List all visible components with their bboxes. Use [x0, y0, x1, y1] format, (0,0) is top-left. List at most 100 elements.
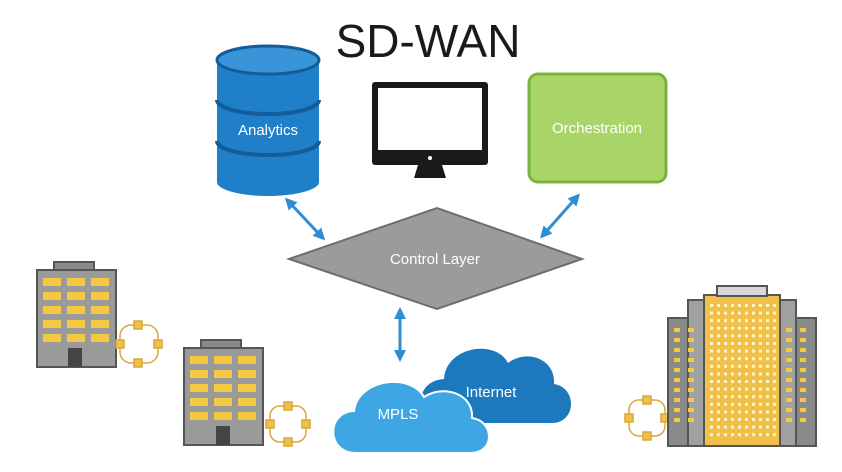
mpls-cloud-icon	[332, 381, 490, 454]
window	[67, 292, 85, 300]
window	[731, 418, 734, 421]
window	[710, 319, 713, 323]
window	[759, 402, 762, 406]
window	[738, 387, 741, 391]
window	[800, 348, 806, 352]
window	[731, 380, 734, 383]
window	[717, 357, 720, 361]
window	[738, 402, 741, 406]
window	[738, 326, 741, 330]
window	[674, 408, 680, 412]
window	[688, 418, 694, 422]
window	[786, 348, 792, 352]
window	[759, 372, 762, 376]
window	[724, 418, 727, 421]
window	[710, 387, 713, 391]
window	[766, 364, 769, 368]
window	[752, 395, 755, 399]
window	[759, 349, 762, 353]
branch-office-left-router-icon	[115, 320, 163, 368]
window	[738, 357, 741, 361]
window	[724, 364, 727, 368]
window	[731, 357, 734, 361]
window	[800, 418, 806, 422]
window	[752, 372, 755, 376]
window	[214, 370, 232, 378]
window	[710, 364, 713, 368]
window	[773, 311, 776, 315]
window	[800, 338, 806, 342]
window	[717, 418, 720, 421]
window	[731, 342, 734, 345]
window	[738, 433, 741, 437]
window	[710, 326, 713, 330]
window	[745, 380, 748, 383]
window	[710, 357, 713, 361]
window	[745, 387, 748, 391]
window	[759, 387, 762, 391]
window	[759, 410, 762, 414]
window	[786, 408, 792, 412]
window	[717, 364, 720, 368]
window	[773, 342, 776, 345]
window	[766, 425, 769, 429]
window	[91, 292, 109, 300]
window	[43, 292, 61, 300]
window	[710, 402, 713, 406]
window	[688, 358, 694, 362]
window	[674, 348, 680, 352]
arrow-orchestration-control	[540, 193, 580, 239]
window	[731, 319, 734, 323]
window	[752, 334, 755, 338]
window	[745, 402, 748, 406]
window	[766, 410, 769, 414]
window	[759, 357, 762, 361]
window	[674, 368, 680, 372]
window	[752, 304, 755, 307]
branch-office-left-icon	[36, 261, 117, 368]
window	[800, 368, 806, 372]
window	[710, 433, 713, 437]
window	[800, 398, 806, 402]
window	[717, 433, 720, 437]
window	[717, 334, 720, 338]
window	[800, 358, 806, 362]
window	[724, 357, 727, 361]
window	[766, 357, 769, 361]
window	[724, 311, 727, 315]
window	[773, 410, 776, 414]
window	[738, 410, 741, 414]
window	[738, 425, 741, 429]
window	[766, 395, 769, 399]
window	[745, 425, 748, 429]
window	[745, 418, 748, 421]
window	[773, 357, 776, 361]
control-layer-diamond	[285, 206, 586, 311]
window	[766, 342, 769, 345]
window	[738, 372, 741, 376]
window	[738, 334, 741, 338]
window	[214, 356, 232, 364]
window	[67, 306, 85, 314]
window	[773, 326, 776, 330]
window	[773, 380, 776, 383]
window	[724, 387, 727, 391]
window	[759, 304, 762, 307]
window	[731, 364, 734, 368]
window	[745, 395, 748, 399]
window	[745, 342, 748, 345]
window	[688, 408, 694, 412]
window	[766, 326, 769, 330]
window	[773, 418, 776, 421]
window	[710, 334, 713, 338]
window	[773, 372, 776, 376]
window	[710, 311, 713, 315]
window	[688, 338, 694, 342]
window	[766, 304, 769, 307]
window	[43, 320, 61, 328]
window	[738, 418, 741, 421]
window	[688, 348, 694, 352]
window	[773, 425, 776, 429]
window	[724, 433, 727, 437]
